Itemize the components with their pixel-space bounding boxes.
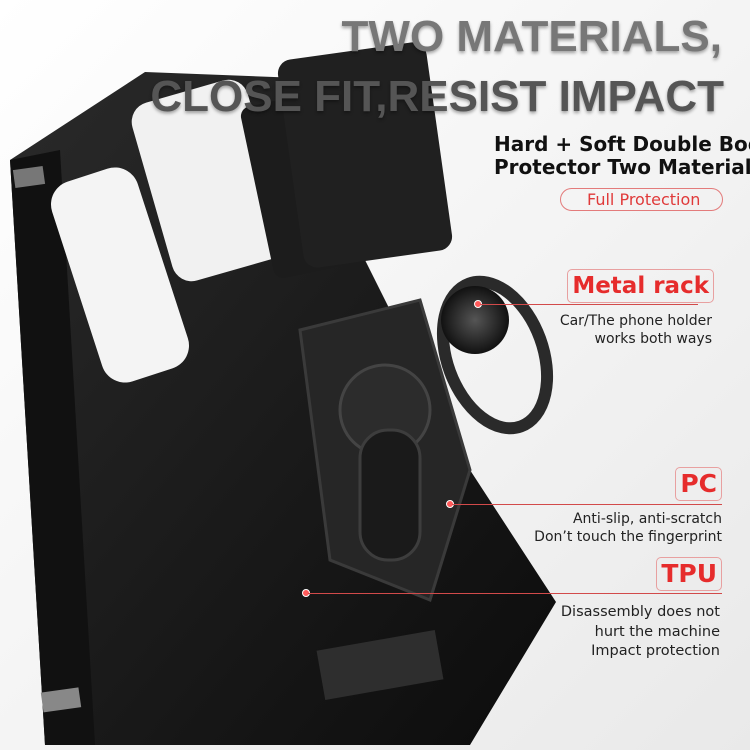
tpu-description: Disassembly does not hurt the machine Im… <box>561 603 720 662</box>
desc-line: Impact protection <box>591 643 720 659</box>
desc-line: Car/The phone holder <box>559 313 712 329</box>
desc-line: Anti-slip, anti-scratch <box>572 511 722 527</box>
metal-rack-label: Metal rack <box>567 269 714 303</box>
case-side-bumper <box>10 150 95 745</box>
camera-cutout <box>50 167 190 383</box>
subtitle-line-1: Hard + Soft Double Body <box>494 132 750 156</box>
bumper-corner-bottom <box>40 687 82 713</box>
kickstand <box>358 428 422 562</box>
pc-label: PC <box>675 467 722 501</box>
camera-slider-top <box>277 42 453 268</box>
bumper-corner-top <box>12 165 46 189</box>
headline-line-1: TWO MATERIALS, <box>341 12 722 61</box>
desc-line: hurt the machine <box>594 623 720 640</box>
desc-line: Disassembly does not <box>560 604 720 620</box>
desc-line: works both ways <box>594 331 713 347</box>
full-protection-badge: Full Protection <box>560 188 724 211</box>
tpu-label: TPU <box>656 557 722 591</box>
headline-line-2: CLOSE FIT,RESIST IMPACT <box>150 72 724 121</box>
callout-line-tpu <box>308 593 722 594</box>
callout-line-metal <box>480 304 698 305</box>
ring-holder <box>436 275 554 435</box>
subtitle-line-2: Protector Two Materials <box>494 155 750 179</box>
pc-description: Anti-slip, anti-scratch Don’t touch the … <box>534 510 722 546</box>
subtitle: Hard + Soft Double Body Protector Two Ma… <box>494 133 750 179</box>
bottom-grip <box>316 629 444 701</box>
metal-rack-description: Car/The phone holder works both ways <box>560 312 712 348</box>
desc-line: Don’t touch the fingerprint <box>534 529 722 545</box>
callout-line-pc <box>452 504 722 505</box>
